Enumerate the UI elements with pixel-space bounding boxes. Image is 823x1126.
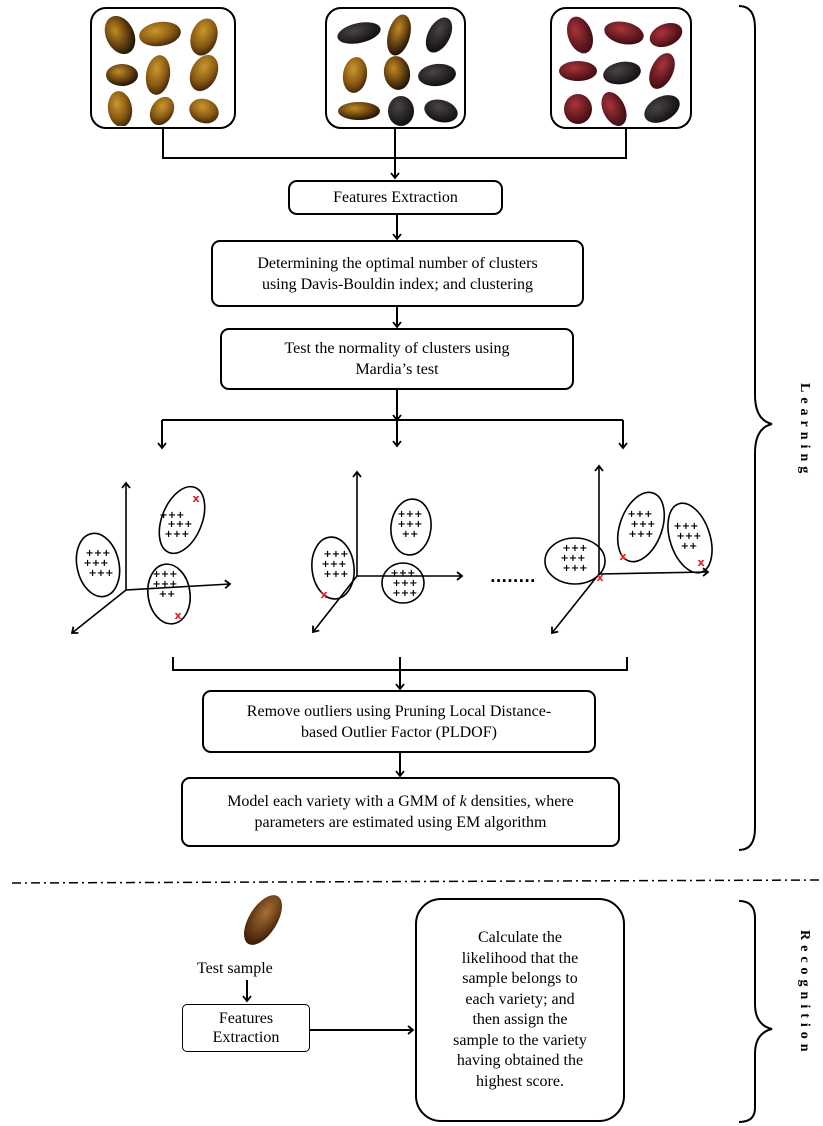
light-dates-image <box>104 15 219 127</box>
svg-text:x: x <box>619 550 626 563</box>
svg-text:x: x <box>697 556 704 569</box>
svg-text:+++: +++ <box>88 568 113 579</box>
dark-dates-image <box>337 14 458 126</box>
remove-outliers-line-1: Remove outliers using Pruning Local Dist… <box>246 702 552 720</box>
variety-photo-2 <box>325 7 466 129</box>
svg-text:++: ++ <box>681 541 698 552</box>
decision-line-5: then assign the <box>472 1011 568 1028</box>
svg-text:+++: +++ <box>627 509 652 520</box>
decision-line-1: Calculate the <box>478 929 562 946</box>
svg-text:+++: +++ <box>85 548 110 559</box>
optimal-clusters-line-1: Determining the optimal number of cluste… <box>257 254 538 272</box>
svg-text:+++: +++ <box>560 553 585 564</box>
decision-line-7: having obtained the <box>456 1052 584 1069</box>
normality-test-box: Test the normality of clusters using Mar… <box>220 328 574 390</box>
decision-box: Calculate the likelihood that the sample… <box>415 898 625 1122</box>
recognition-features-line-2: Extraction <box>212 1029 280 1046</box>
svg-text:+++: +++ <box>390 568 415 579</box>
cluster-plot-2: ++++++++ +++++++++ +++++++++ x ........ <box>311 470 536 634</box>
svg-text:+++: +++ <box>164 529 189 540</box>
svg-text:+++: +++ <box>397 509 422 520</box>
svg-text:x: x <box>596 571 603 584</box>
decision-line-4: each variety; and <box>465 990 575 1008</box>
remove-outliers-box: Remove outliers using Pruning Local Dist… <box>202 690 596 753</box>
decision-line-3: sample belongs to <box>462 970 578 987</box>
svg-text:+++: +++ <box>673 521 698 532</box>
model-gmm-box: Model each variety with a GMM of k densi… <box>181 777 620 847</box>
photo-merge-connector <box>162 128 627 180</box>
features-extraction-box: Features Extraction <box>288 180 503 215</box>
normality-test-line-2: Mardia’s test <box>355 361 439 378</box>
decision-line-8: highest score. <box>476 1072 564 1090</box>
optimal-clusters-line-2: using Davis-Bouldin index; and clusterin… <box>261 275 534 293</box>
test-sample-label: Test sample <box>197 960 273 977</box>
svg-text:+++: +++ <box>676 531 701 542</box>
normality-test-line-1: Test the normality of clusters using <box>284 340 510 357</box>
section-separator <box>11 879 823 884</box>
variety-photo-3 <box>550 7 692 129</box>
cluster-plot-1: +++++++++ +++++++++ ++++++++ xx <box>70 481 232 634</box>
decision-line-6: sample to the variety <box>453 1031 587 1049</box>
svg-text:+++: +++ <box>321 559 346 570</box>
recognition-features-box: Features Extraction <box>182 1004 310 1052</box>
recognition-features-line-1: Features <box>218 1010 274 1027</box>
decision-line-2: likelihood that the <box>461 949 579 967</box>
svg-text:+++: +++ <box>562 543 587 554</box>
svg-text:+++: +++ <box>392 578 417 589</box>
optimal-clusters-box: Determining the optimal number of cluste… <box>211 240 584 307</box>
svg-text:++: ++ <box>159 589 176 600</box>
svg-text:+++: +++ <box>152 569 177 580</box>
plots-merge-connector <box>172 657 628 778</box>
red-dates-image <box>559 16 683 126</box>
svg-text:+++: +++ <box>83 558 108 569</box>
model-gmm-line-1: Model each variety with a GMM of k densi… <box>227 793 574 810</box>
ellipsis-dots: ........ <box>490 568 536 586</box>
svg-text:+++: +++ <box>159 510 184 521</box>
model-gmm-line-2: parameters are estimated using EM algori… <box>254 814 547 831</box>
split-connector <box>157 419 628 450</box>
learning-brace <box>738 5 773 851</box>
svg-text:++: ++ <box>402 529 419 540</box>
features-extraction-text: Features Extraction <box>333 189 458 206</box>
svg-text:+++: +++ <box>397 519 422 530</box>
remove-outliers-line-2: based Outlier Factor (PLDOF) <box>301 723 497 741</box>
svg-text:+++: +++ <box>562 563 587 574</box>
learning-label: Learning <box>797 383 812 479</box>
variety-photo-1 <box>90 7 236 129</box>
svg-text:x: x <box>174 609 181 622</box>
svg-text:+++: +++ <box>167 519 192 530</box>
svg-text:+++: +++ <box>628 529 653 540</box>
recognition-brace <box>738 900 773 1123</box>
recognition-label: Recognition <box>797 930 812 1057</box>
svg-text:+++: +++ <box>323 569 348 580</box>
svg-text:+++: +++ <box>392 588 417 599</box>
svg-text:x: x <box>320 588 327 601</box>
svg-text:+++: +++ <box>323 549 348 560</box>
svg-text:x: x <box>192 492 199 505</box>
test-sample-date <box>243 895 283 945</box>
svg-text:+++: +++ <box>630 519 655 530</box>
svg-text:+++: +++ <box>152 579 177 590</box>
